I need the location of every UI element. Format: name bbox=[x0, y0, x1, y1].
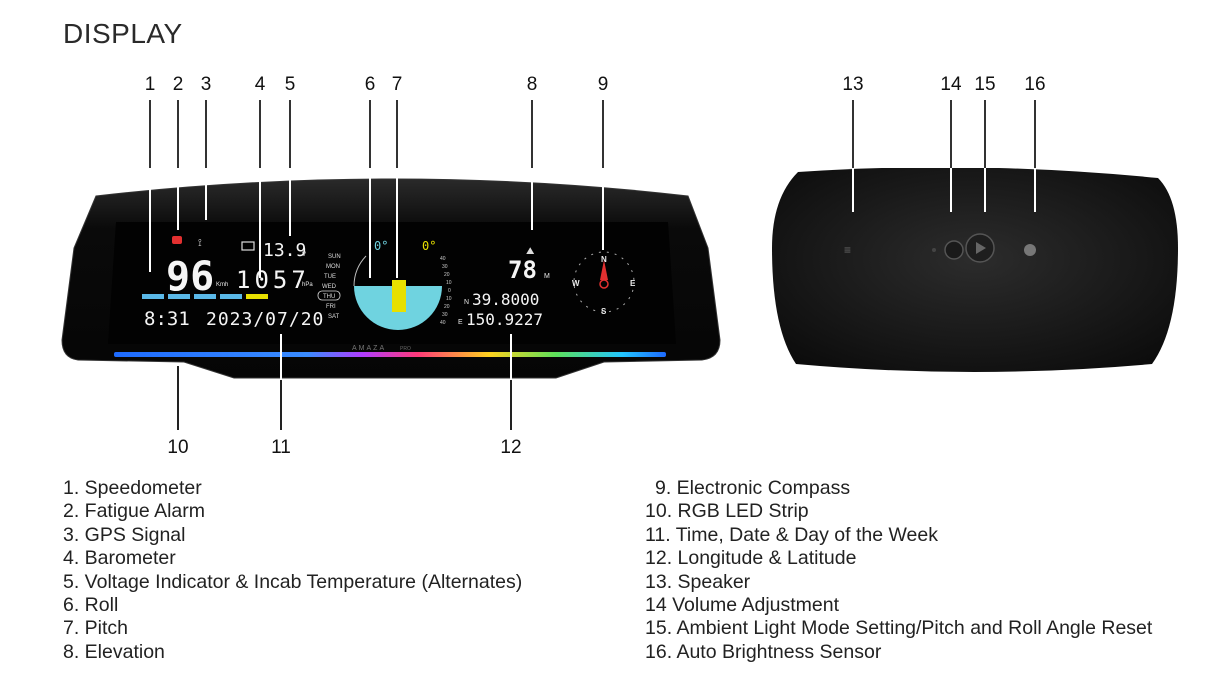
elevation-value: 78 bbox=[508, 256, 537, 284]
svg-text:20: 20 bbox=[444, 272, 450, 278]
voltage-value: 13.9 bbox=[263, 240, 306, 261]
pitch-value: 0° bbox=[422, 239, 436, 253]
callout-16: 16 bbox=[1024, 74, 1046, 95]
legend-item: 12. Longitude & Latitude bbox=[645, 547, 857, 570]
battery-icon bbox=[241, 241, 255, 251]
pitch-scale: 40 30 20 10 0 10 20 30 40 bbox=[440, 256, 452, 326]
brand-suffix: PRO bbox=[400, 346, 411, 352]
callout-2: 2 bbox=[172, 74, 184, 95]
legend-item: 16. Auto Brightness Sensor bbox=[645, 640, 882, 663]
brightness-sensor bbox=[1024, 244, 1036, 256]
legend-item: 15. Ambient Light Mode Setting/Pitch and… bbox=[645, 617, 1153, 640]
svg-text:THU: THU bbox=[323, 294, 335, 300]
legend-item: 10. RGB LED Strip bbox=[645, 500, 809, 523]
legend-item: 5. Voltage Indicator & Incab Temperature… bbox=[63, 570, 523, 593]
gps-signal-icon: ⟟ bbox=[198, 238, 202, 249]
legend-item: 4. Barometer bbox=[63, 547, 176, 570]
brand-logo: AMAZA bbox=[352, 345, 386, 352]
svg-text:0: 0 bbox=[448, 288, 451, 294]
svg-text:WED: WED bbox=[322, 284, 337, 290]
legend-left: 1. Speedometer 2. Fatigue Alarm 3. GPS S… bbox=[63, 477, 522, 664]
legend-item: 3. GPS Signal bbox=[63, 523, 186, 546]
callout-11: 11 bbox=[271, 437, 291, 458]
elevation-unit: M bbox=[544, 273, 550, 280]
callout-15: 15 bbox=[974, 74, 996, 95]
svg-text:SAT: SAT bbox=[328, 314, 340, 320]
legend-right: 9. Electronic Compass 10. RGB LED Strip … bbox=[645, 477, 1152, 664]
latitude-prefix: N bbox=[464, 299, 469, 306]
callout-13: 13 bbox=[842, 74, 864, 95]
svg-text:40: 40 bbox=[440, 256, 446, 262]
latitude-value: 39.8000 bbox=[472, 290, 539, 309]
callout-14: 14 bbox=[940, 74, 962, 95]
callout-6: 6 bbox=[364, 74, 376, 95]
callout-4: 4 bbox=[254, 74, 266, 95]
svg-text:FRI: FRI bbox=[326, 304, 336, 310]
callout-9: 9 bbox=[597, 74, 609, 95]
legend-item: 13. Speaker bbox=[645, 570, 751, 593]
callout-7: 7 bbox=[391, 74, 403, 95]
compass: N S E W bbox=[572, 251, 636, 316]
callout-10: 10 bbox=[167, 437, 189, 458]
svg-text:SUN: SUN bbox=[328, 254, 341, 260]
volume-button[interactable] bbox=[944, 240, 964, 260]
speed-unit: Kmh bbox=[216, 282, 228, 288]
roll-value: 0° bbox=[374, 239, 388, 253]
svg-text:MON: MON bbox=[326, 264, 340, 270]
page-title: DISPLAY bbox=[63, 18, 183, 49]
rgb-led-strip bbox=[114, 352, 666, 357]
legend-item: 9. Electronic Compass bbox=[655, 477, 851, 499]
speed-value: 96 bbox=[166, 254, 214, 300]
callout-1: 1 bbox=[144, 74, 156, 95]
legend-item: 2. Fatigue Alarm bbox=[63, 500, 205, 523]
callout-8: 8 bbox=[526, 74, 538, 95]
callout-5: 5 bbox=[284, 74, 296, 95]
svg-text:30: 30 bbox=[442, 312, 448, 318]
svg-text:10: 10 bbox=[446, 280, 452, 286]
pressure-value: 1057 bbox=[236, 266, 310, 294]
svg-text:N: N bbox=[601, 255, 607, 264]
legend-item: 7. Pitch bbox=[63, 617, 129, 640]
callout-12: 12 bbox=[500, 437, 522, 458]
fatigue-alarm-icon bbox=[172, 236, 182, 244]
voltage-unit: V bbox=[302, 252, 306, 258]
speaker-icon: ≡ bbox=[844, 243, 851, 257]
svg-text:30: 30 bbox=[442, 264, 448, 270]
legend-item: 11. Time, Date & Day of the Week bbox=[645, 523, 938, 546]
svg-text:S: S bbox=[601, 307, 607, 316]
legend-item: 8. Elevation bbox=[63, 640, 165, 663]
svg-text:20: 20 bbox=[444, 304, 450, 310]
longitude-value: 150.9227 bbox=[466, 310, 543, 329]
svg-text:E: E bbox=[630, 279, 636, 288]
day-of-week-list: SUN MON TUE WED THU FRI SAT bbox=[317, 254, 341, 320]
legend-item: 6. Roll bbox=[63, 594, 119, 617]
longitude-prefix: E bbox=[458, 319, 463, 326]
front-display-device: AMAZA PRO ⟟ 13.9 V 96 Kmh 1057 hPa SUN M… bbox=[61, 178, 721, 379]
back-device: ≡ bbox=[772, 168, 1178, 372]
svg-text:W: W bbox=[572, 279, 580, 288]
volume-hole bbox=[932, 248, 936, 252]
mountain-icon: ⛰ bbox=[526, 246, 535, 257]
legend-item: 14 Volume Adjustment bbox=[645, 594, 840, 617]
svg-text:40: 40 bbox=[440, 320, 446, 326]
callout-3: 3 bbox=[200, 74, 212, 95]
legend-item: 1. Speedometer bbox=[63, 477, 202, 499]
date-value: 2023/07/20 bbox=[206, 309, 324, 330]
roll-pitch-gauge: 0° 0° 40 30 20 10 0 10 20 30 40 bbox=[353, 239, 452, 330]
time-value: 8:31 bbox=[144, 308, 190, 330]
svg-text:10: 10 bbox=[446, 296, 452, 302]
pressure-unit: hPa bbox=[302, 282, 313, 288]
svg-text:TUE: TUE bbox=[324, 274, 336, 280]
